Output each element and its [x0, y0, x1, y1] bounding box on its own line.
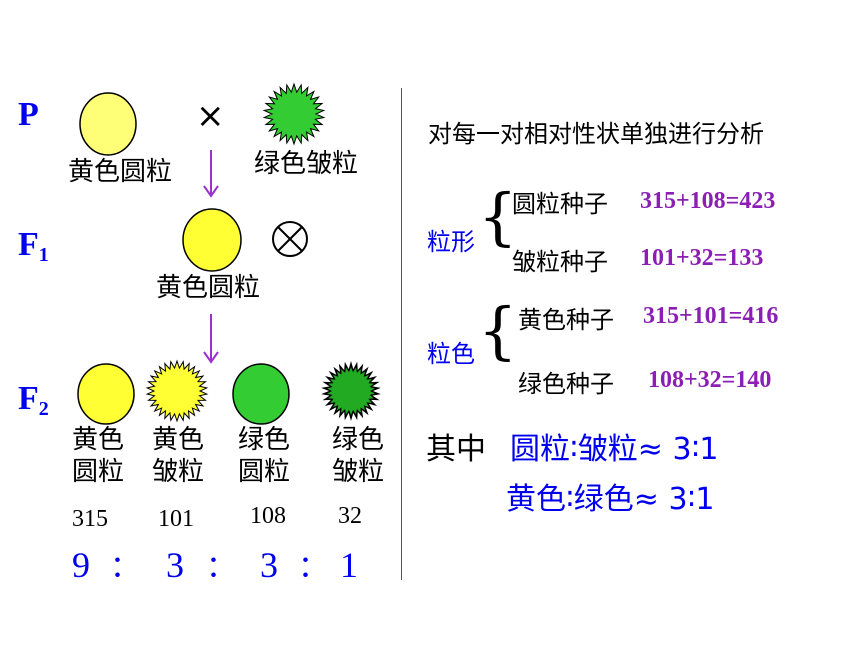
f2-phenotype-4: 绿色 皱粒: [332, 424, 384, 488]
generation-f1: F1: [18, 226, 49, 267]
shape-trait-label: 粒形: [427, 228, 475, 256]
f2-phenotype-3: 绿色 圆粒: [238, 424, 290, 488]
arrow-f1-to-f2-icon: [203, 314, 219, 364]
f2-phenotype-3-line2: 圆粒: [238, 457, 291, 487]
shape-brace-icon: {: [478, 180, 518, 253]
f2-phenotype-1-line1: 黄色: [72, 425, 125, 455]
f2-count-3: 108: [250, 503, 286, 529]
yellow-seed-calc: 315+101=416: [643, 303, 779, 329]
f2-phenotype-2: 黄色 皱粒: [152, 424, 204, 488]
parent-left-label: 黄色圆粒: [68, 157, 173, 187]
f2-yellow-wrinkled-pea-icon: [145, 359, 209, 423]
summary-color-ratio: 黄色∶绿色≈ 3∶1: [506, 482, 715, 517]
f2-count-4: 32: [338, 503, 362, 529]
f2-phenotype-1-line2: 圆粒: [72, 457, 125, 487]
cross-symbol: ×: [196, 96, 225, 136]
generation-p: P: [18, 96, 39, 133]
green-seed-calc: 108+32=140: [648, 367, 772, 393]
ratio-9: 9: [72, 545, 90, 585]
ratio-3a: 3: [166, 545, 184, 585]
f2-phenotype-4-line1: 绿色: [332, 425, 385, 455]
round-seed-calc: 315+108=423: [640, 188, 776, 214]
f2-count-2: 101: [158, 506, 194, 532]
ratio-1: 1: [340, 545, 358, 585]
color-trait-label: 粒色: [427, 340, 475, 368]
yellow-round-pea-icon: [79, 92, 137, 156]
f1-yellow-round-pea-icon: [182, 208, 242, 272]
f2-count-1: 315: [72, 506, 108, 532]
generation-f2: F2: [18, 380, 49, 421]
f2-phenotype-4-line2: 皱粒: [332, 457, 385, 487]
green-wrinkled-pea-icon: [262, 82, 326, 146]
generation-f2-sub: 2: [38, 398, 49, 420]
wrinkled-seed-calc: 101+32=133: [640, 245, 764, 271]
summary-shape-ratio: 圆粒∶皱粒≈ 3∶1: [510, 432, 719, 467]
ratio-sep-1: ：: [110, 551, 140, 584]
ratio-sep-2: ：: [206, 551, 236, 584]
parent-right-label: 绿色皱粒: [254, 149, 359, 179]
f2-green-wrinkled-pea-icon: [321, 361, 381, 421]
generation-f1-sub: 1: [38, 244, 49, 266]
f1-label: 黄色圆粒: [156, 273, 261, 303]
color-brace-icon: {: [478, 294, 518, 367]
green-seed-label: 绿色种子: [518, 370, 614, 398]
f2-yellow-round-pea-icon: [77, 363, 135, 425]
wrinkled-seed-label: 皱粒种子: [512, 248, 608, 276]
f2-green-round-pea-icon: [232, 363, 290, 425]
f2-phenotype-2-line2: 皱粒: [152, 457, 205, 487]
summary-prefix: 其中: [426, 432, 486, 467]
self-cross-icon: [272, 221, 308, 257]
yellow-seed-label: 黄色种子: [518, 306, 614, 334]
vertical-divider: [401, 88, 402, 580]
f2-phenotype-1: 黄色 圆粒: [72, 424, 124, 488]
generation-f2-base: F: [18, 380, 39, 417]
ratio-sep-3: ：: [298, 551, 328, 584]
generation-f1-base: F: [18, 226, 39, 263]
round-seed-label: 圆粒种子: [512, 190, 608, 218]
ratio-3b: 3: [260, 545, 278, 585]
arrow-p-to-f1-icon: [203, 150, 219, 198]
analysis-heading: 对每一对相对性状单独进行分析: [428, 120, 764, 148]
f2-phenotype-2-line1: 黄色: [152, 425, 205, 455]
f2-phenotype-3-line1: 绿色: [238, 425, 291, 455]
